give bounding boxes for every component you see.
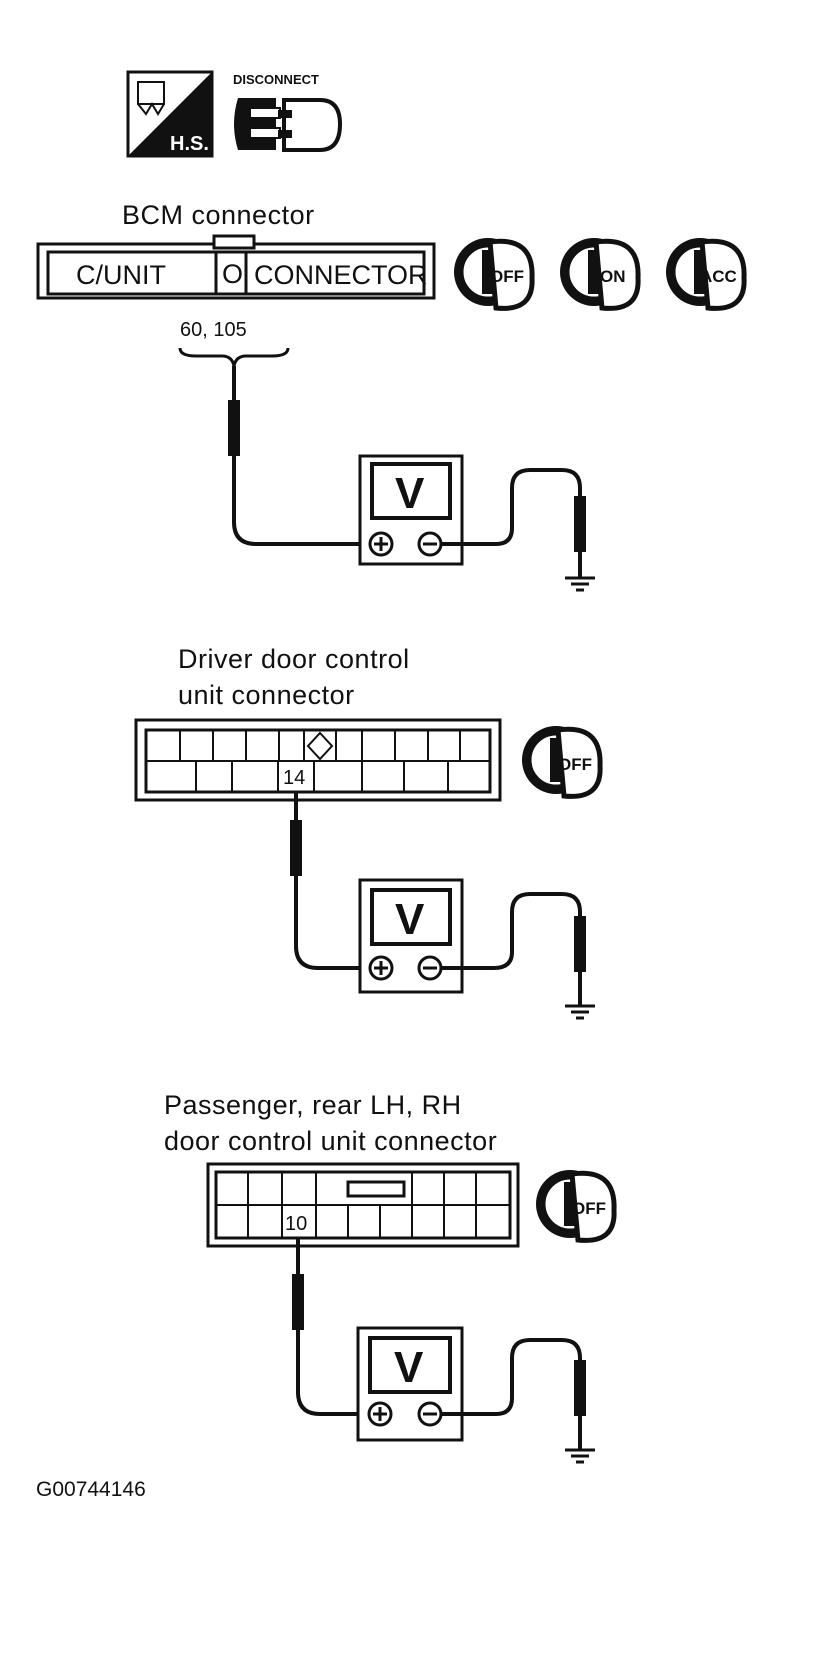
ignition-key-off: OFF: [536, 1170, 614, 1240]
driver-terminal-number: 14: [283, 767, 305, 789]
voltmeter: V: [356, 1326, 464, 1442]
voltmeter: V: [358, 878, 464, 994]
svg-text:OFF: OFF: [572, 1199, 606, 1218]
ignition-key-off: OFF: [522, 726, 600, 796]
connector-label: CONNECTOR: [254, 260, 428, 290]
negative-lead: [441, 468, 582, 564]
ignition-key-on: ON: [560, 238, 638, 308]
disconnect-label: DISCONNECT: [233, 72, 319, 87]
cunit-label: C/UNIT: [76, 260, 166, 290]
svg-text:OFF: OFF: [558, 755, 592, 774]
driver-connector-title-2: unit connector: [178, 680, 355, 710]
svg-text:OFF: OFF: [490, 267, 524, 286]
bcm-connector-title: BCM connector: [122, 200, 315, 230]
driver-connector-title-1: Driver door control: [178, 644, 410, 674]
terminal-brace: [178, 347, 290, 367]
ignition-key-acc: ACC: [666, 238, 744, 308]
voltmeter-label: V: [395, 895, 425, 944]
passenger-door-connector: 10: [206, 1162, 520, 1248]
voltmeter: V: [358, 454, 464, 566]
bcm-connector: C/UNIT O CONNECTOR: [36, 234, 436, 300]
passenger-terminal-number: 10: [285, 1213, 307, 1235]
positive-lead: [232, 366, 364, 546]
negative-lead: [441, 1338, 582, 1436]
positive-lead: [294, 792, 368, 970]
ignition-key-off: OFF: [454, 238, 532, 308]
negative-lead: [441, 892, 582, 992]
voltmeter-label: V: [395, 469, 425, 518]
driver-door-connector: 14: [134, 718, 502, 802]
hand-saw-icon: H.S.: [126, 70, 214, 158]
passenger-connector-title-2: door control unit connector: [164, 1126, 497, 1156]
passenger-connector-title-1: Passenger, rear LH, RH: [164, 1090, 462, 1120]
svg-text:ACC: ACC: [700, 267, 737, 286]
bcm-terminals: 60, 105: [180, 319, 247, 341]
o-label: O: [222, 259, 243, 289]
figure-id: G00744146: [36, 1478, 146, 1501]
voltmeter-label: V: [394, 1343, 424, 1392]
disconnect-icon: DISCONNECT: [233, 72, 343, 152]
svg-text:ON: ON: [600, 267, 626, 286]
positive-lead: [296, 1238, 368, 1416]
hs-label: H.S.: [170, 133, 209, 155]
